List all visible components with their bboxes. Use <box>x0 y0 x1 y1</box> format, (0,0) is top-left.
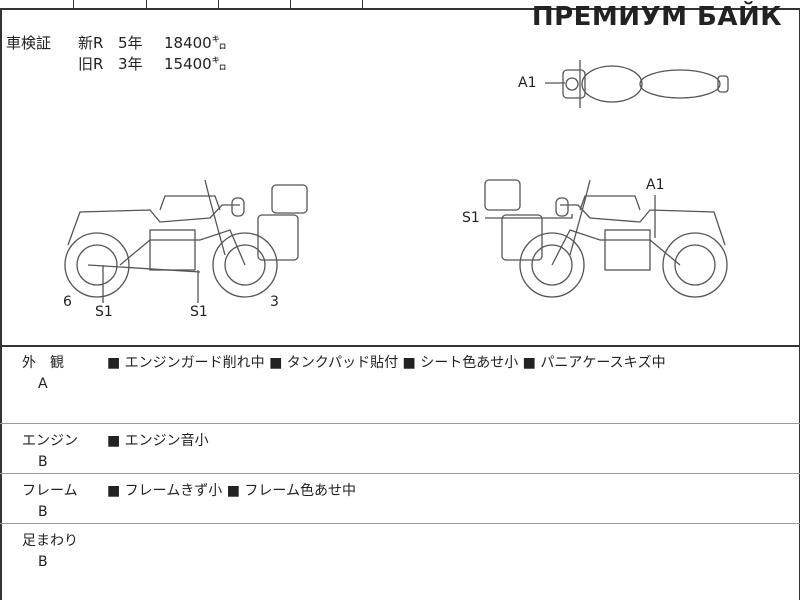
damage-label: S1 <box>190 304 208 320</box>
section-exterior: 外 観 A ■ エンジンガード削れ中 ■ タンクパッド貼付 ■ シート色あせ小 … <box>0 346 800 423</box>
damage-label: 6 <box>63 294 72 310</box>
reg-years: 5年 <box>118 34 143 52</box>
section-name: 外 観 <box>22 355 64 371</box>
registration-label: 車検証 <box>6 34 52 52</box>
section-items: ■ エンジンガード削れ中 ■ タンクパッド貼付 ■ シート色あせ小 ■ パニアケ… <box>107 355 666 371</box>
right-side-motorcycle <box>484 179 728 298</box>
left-side-motorcycle <box>64 179 308 303</box>
motorcycle-diagram <box>64 60 729 303</box>
section-grade: B <box>38 454 48 470</box>
damage-label: A1 <box>518 75 537 91</box>
section-name: エンジン <box>22 433 78 449</box>
section-grade: B <box>38 504 48 520</box>
damage-label: S1 <box>462 210 480 226</box>
reg-price: 15400㌔ <box>164 55 227 73</box>
top-view-motorcycle <box>545 60 729 108</box>
section-frame: フレーム B ■ フレームきず小 ■ フレーム色あせ中 <box>0 474 800 523</box>
damage-label: S1 <box>95 304 113 320</box>
damage-label: A1 <box>646 177 665 193</box>
reg-years: 3年 <box>118 55 143 73</box>
section-items: ■ エンジン音小 <box>107 433 209 449</box>
section-grade: A <box>38 376 48 392</box>
brand-logo: ПРЕМИУМ БАЙК <box>531 2 782 32</box>
section-suspension: 足まわり B <box>0 524 800 600</box>
top-header-strip <box>0 0 800 10</box>
section-items: ■ フレームきず小 ■ フレーム色あせ中 <box>107 483 356 499</box>
section-name: フレーム <box>22 483 78 499</box>
reg-type: 旧R <box>78 55 104 73</box>
section-grade: B <box>38 554 48 570</box>
damage-label: 3 <box>270 294 279 310</box>
reg-price: 18400㌔ <box>164 34 227 52</box>
section-engine: エンジン B ■ エンジン音小 <box>0 424 800 473</box>
reg-type: 新R <box>78 34 104 52</box>
section-name: 足まわり <box>22 533 78 549</box>
